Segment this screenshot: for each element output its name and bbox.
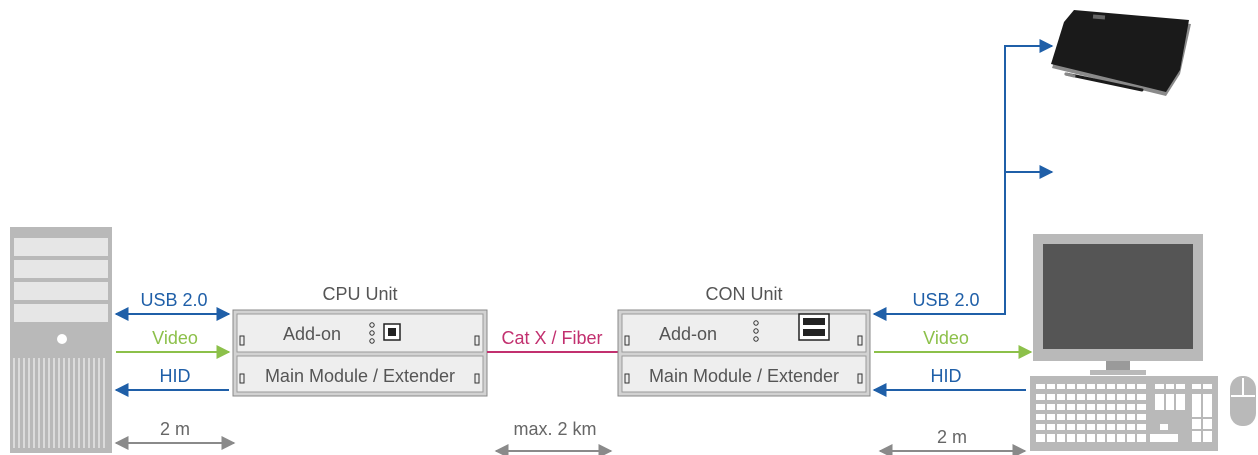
usb-b-port-icon [383, 323, 401, 341]
led-indicators [369, 322, 375, 344]
con-unit: Add-on Main Module / Extender [617, 309, 871, 397]
middle-distance-label: max. 2 km [513, 419, 596, 439]
right-video-label: Video [923, 328, 969, 348]
left-usb-label: USB 2.0 [140, 290, 207, 310]
right-usb-arrow [872, 39, 1054, 321]
cpu-addon-module [236, 313, 484, 353]
con-main-label: Main Module / Extender [649, 366, 839, 386]
interconnect-label: Cat X / Fiber [501, 328, 602, 348]
con-unit-title: CON Unit [705, 284, 782, 304]
con-main-module [621, 355, 867, 393]
mouse-icon [1230, 376, 1256, 426]
monitor-icon [1033, 234, 1203, 375]
drawing-tablet-icon [1051, 10, 1191, 96]
tower-pc-icon [10, 227, 112, 453]
cpu-unit-title: CPU Unit [322, 284, 397, 304]
cpu-main-label: Main Module / Extender [265, 366, 455, 386]
right-hid-label: HID [931, 366, 962, 386]
led-indicators [753, 320, 759, 342]
usb-a-port-icon [798, 313, 830, 341]
cpu-main-module [236, 355, 484, 393]
cpu-addon-label: Add-on [283, 324, 341, 344]
left-distance-label: 2 m [160, 419, 190, 439]
cpu-unit: Add-on Main Module / Extender [232, 309, 488, 397]
left-video-label: Video [152, 328, 198, 348]
right-usb-label: USB 2.0 [912, 290, 979, 310]
left-hid-label: HID [160, 366, 191, 386]
right-distance-label: 2 m [937, 427, 967, 447]
keyboard-icon [1030, 376, 1218, 451]
con-addon-label: Add-on [659, 324, 717, 344]
